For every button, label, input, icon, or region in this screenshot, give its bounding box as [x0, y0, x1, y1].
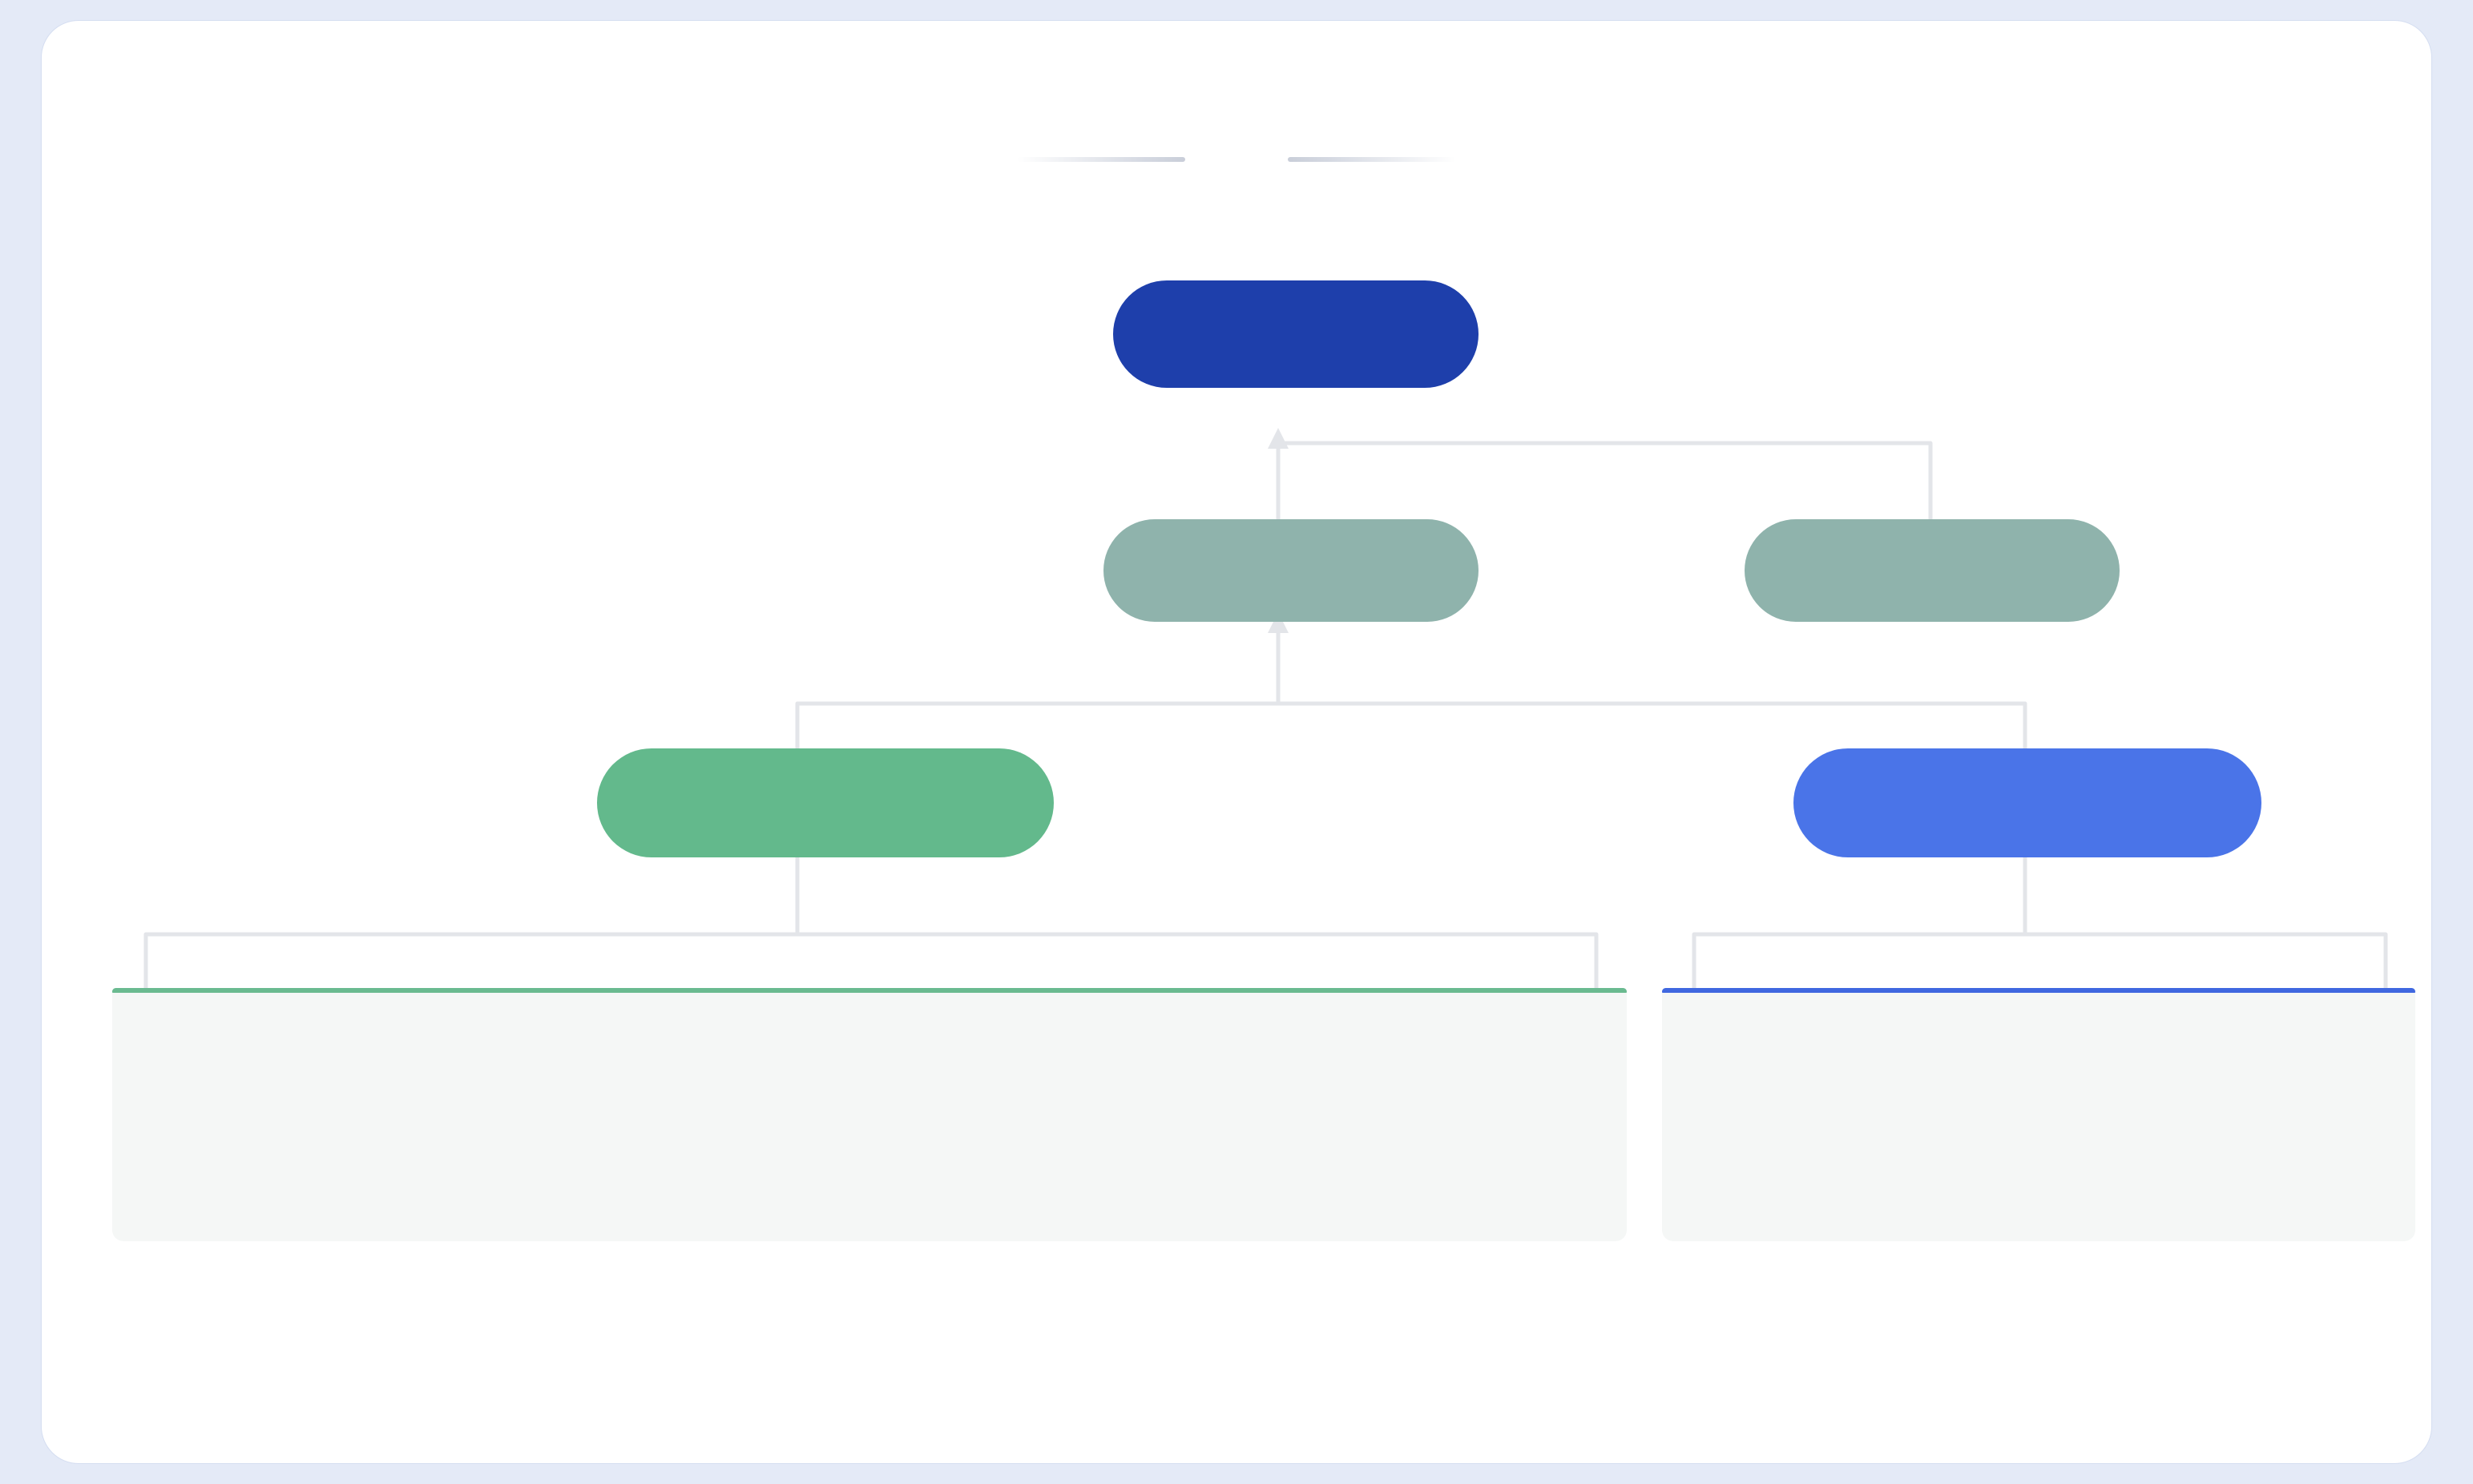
chart-card [42, 21, 2431, 1463]
connector-lines [143, 428, 2388, 990]
node-procurement-center[interactable] [597, 748, 1054, 857]
node-deputy-head[interactable] [1103, 519, 1479, 622]
title-row [42, 115, 2431, 204]
panel-accent-rule-left [112, 988, 1627, 995]
node-assistant[interactable] [1745, 519, 2120, 622]
arrow-to-head [1268, 428, 1289, 449]
leaf-panel-center [112, 993, 1627, 1241]
leaf-panel-institute [1662, 993, 2415, 1241]
title-rule-left [1017, 157, 1185, 162]
title-rule-right [1288, 157, 1456, 162]
node-head-of-department[interactable] [1113, 280, 1479, 388]
node-research-institute[interactable] [1793, 748, 2261, 857]
panel-accent-rule-right [1662, 988, 2415, 995]
